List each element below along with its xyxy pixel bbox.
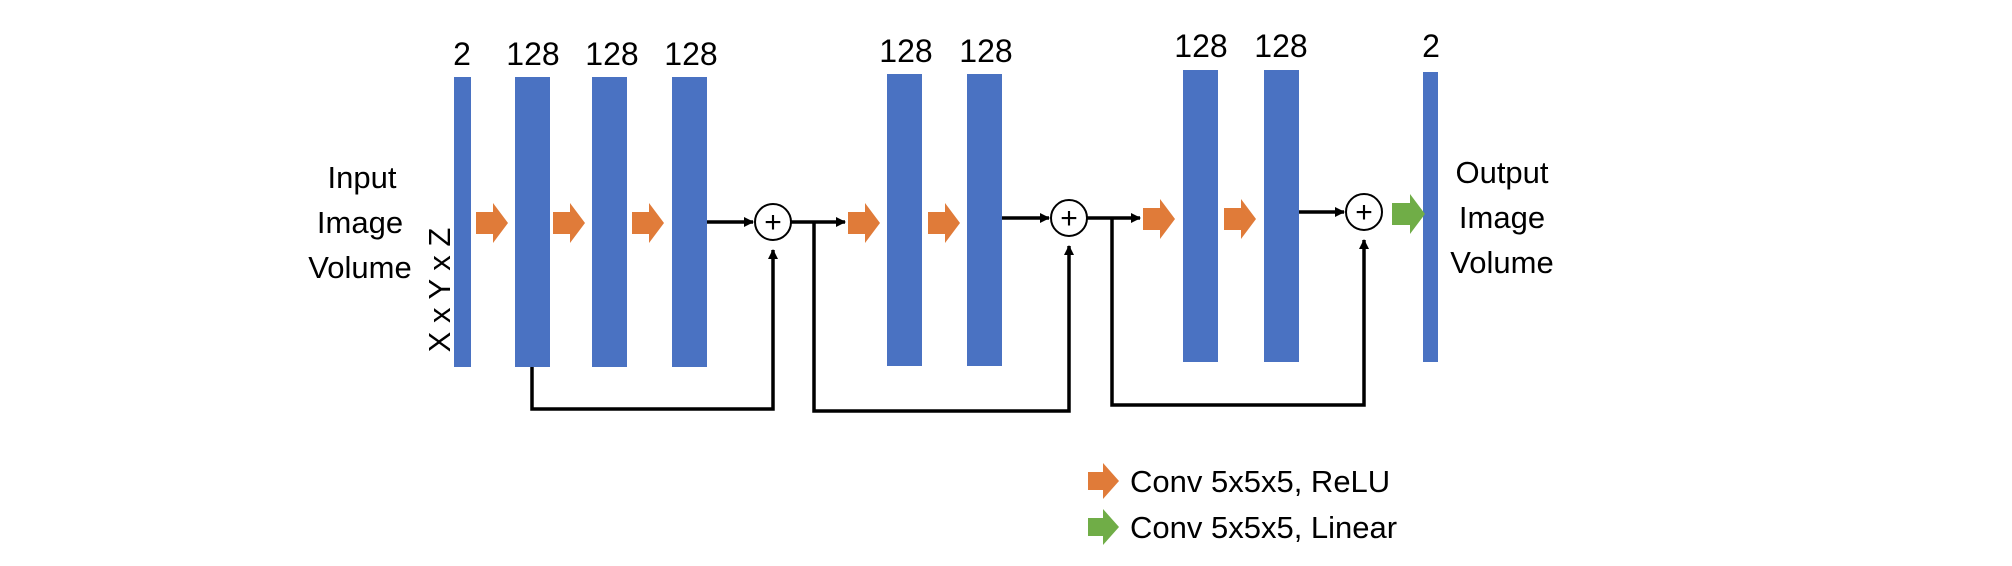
block3-layer1-bar — [1183, 70, 1218, 362]
block1-layer1-bar — [515, 77, 550, 367]
block2-layer1-bar — [887, 74, 922, 366]
channels-block1-layer2: 128 — [585, 36, 638, 72]
input-label-line-3: Volume — [308, 250, 411, 285]
input-label-line-1: Input — [328, 160, 397, 195]
green-arrow-icon — [1088, 509, 1119, 545]
relu-arrow-icon — [553, 203, 585, 243]
legend-relu-label: Conv 5x5x5, ReLU — [1130, 464, 1390, 499]
sum-symbol: + — [1060, 202, 1078, 235]
output-label-line-2: Image — [1459, 200, 1545, 235]
legend: Conv 5x5x5, ReLU Conv 5x5x5, Linear — [1088, 463, 1397, 545]
skip-connection-1 — [530, 249, 778, 411]
channels-block1-layer3: 128 — [664, 36, 717, 72]
output-label-line-3: Volume — [1450, 245, 1553, 280]
sum-node-3: + — [1345, 193, 1383, 231]
channels-block2-layer2: 128 — [959, 33, 1012, 69]
block1-layer3-bar — [672, 77, 707, 367]
sum-symbol: + — [764, 206, 782, 239]
channels-input: 2 — [453, 36, 471, 72]
block1-layer2-bar — [592, 77, 627, 367]
linear-arrow-icon — [1392, 194, 1425, 234]
output-layer-bar — [1423, 72, 1438, 362]
orange-arrow-icon — [1088, 463, 1119, 499]
block3-layer2-bar — [1264, 70, 1299, 362]
relu-arrow-icon — [1224, 199, 1256, 239]
relu-arrow-icon — [476, 203, 508, 243]
legend-linear-label: Conv 5x5x5, Linear — [1130, 510, 1397, 545]
relu-arrow-icon — [928, 203, 960, 243]
sum-node-2: + — [1050, 199, 1088, 237]
channels-block1-layer1: 128 — [506, 36, 559, 72]
channels-block3-layer1: 128 — [1174, 28, 1227, 64]
input-layer-bar — [454, 77, 471, 367]
relu-arrow-icon — [1143, 199, 1175, 239]
channels-block2-layer1: 128 — [879, 33, 932, 69]
input-label: Input Image Volume — [308, 160, 411, 285]
input-label-line-2: Image — [317, 205, 403, 240]
output-label: Output Image Volume — [1450, 155, 1553, 280]
block2-layer2-bar — [967, 74, 1002, 366]
relu-arrow-icon — [848, 203, 880, 243]
relu-arrow-icon — [632, 203, 664, 243]
channels-block3-layer2: 128 — [1254, 28, 1307, 64]
sum-node-1: + — [754, 203, 792, 241]
dims-label: X x Y x Z — [422, 228, 457, 353]
output-label-line-1: Output — [1455, 155, 1548, 190]
sum-symbol: + — [1355, 196, 1373, 229]
channels-output: 2 — [1422, 28, 1440, 64]
skip-connection-3 — [1110, 218, 1369, 407]
skip-connection-2 — [812, 222, 1074, 413]
